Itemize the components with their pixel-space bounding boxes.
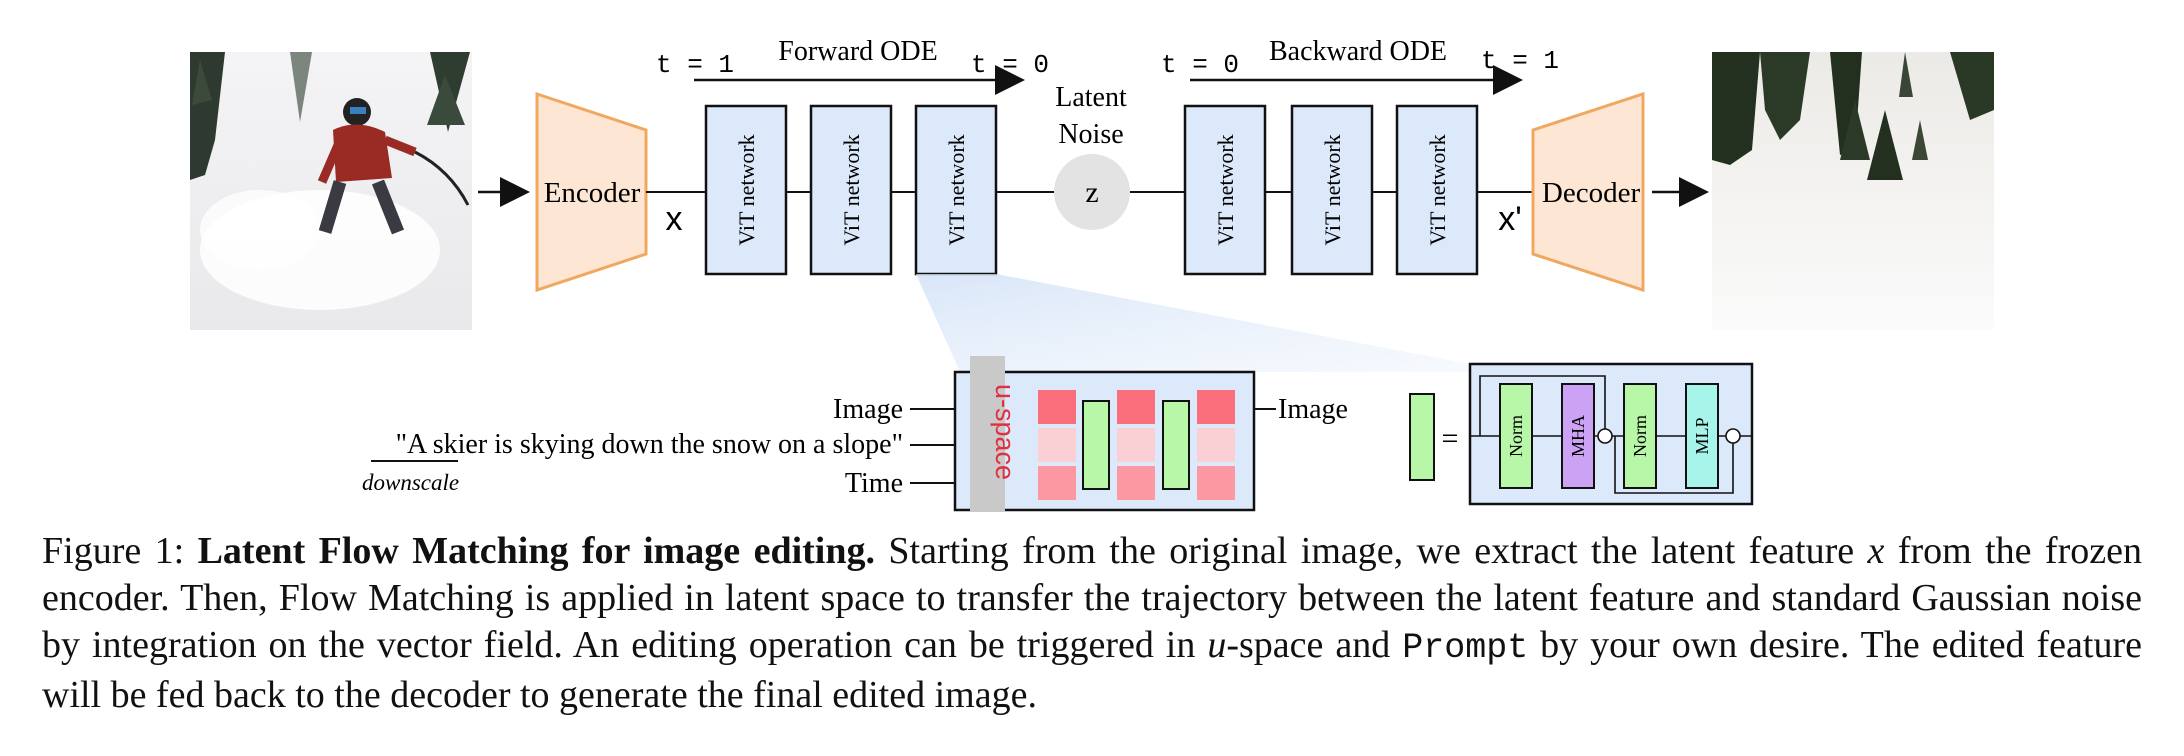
token-stack [1117, 390, 1155, 500]
svg-text:Norm: Norm [1630, 415, 1650, 457]
x-prime-label: x' [1498, 200, 1522, 238]
encoder-shape [535, 91, 648, 293]
vit-block: ViT network [1395, 104, 1479, 276]
output-photo [1712, 52, 1994, 330]
token-stack [1038, 390, 1076, 500]
block-legend-token [1409, 393, 1435, 481]
input-time-label: Time [845, 468, 903, 499]
backward-t1-label: t = 1 [1481, 46, 1559, 76]
svg-text:MHA: MHA [1568, 415, 1588, 457]
decoder-shape [1531, 91, 1645, 293]
input-image-label: Image [833, 394, 903, 425]
caption-text: Starting from the original image, we ext… [874, 530, 1868, 572]
uspace-label: u-space [990, 384, 1020, 480]
encoder-label: Encoder [544, 177, 641, 209]
mlp-layer: MLP [1685, 383, 1719, 489]
svg-text:MLP: MLP [1692, 417, 1712, 454]
caption-math-u: u [1207, 624, 1227, 666]
caption-text: by your own desire. The edited feature w… [42, 624, 2142, 716]
mha-layer: MHA [1561, 383, 1595, 489]
svg-text:ViT network: ViT network [1425, 134, 1450, 245]
vit-block: ViT network [1290, 104, 1374, 276]
svg-text:ViT network: ViT network [1320, 134, 1345, 245]
svg-text:Norm: Norm [1506, 415, 1526, 457]
vit-block: ViT network [1183, 104, 1267, 276]
zoom-beam [916, 274, 1470, 372]
uspace-bar [970, 356, 1005, 512]
latent-noise-node [1054, 154, 1130, 230]
caption-math-x: x [1867, 530, 1885, 572]
downscale-label: downscale [362, 470, 459, 495]
z-label: z [1085, 176, 1098, 209]
forward-t1-label: t = 1 [656, 50, 734, 80]
vit-block: ViT network [704, 104, 788, 276]
backward-t0-label: t = 0 [1161, 50, 1239, 80]
figure-caption: Figure 1: Latent Flow Matching for image… [42, 528, 2142, 719]
equals-sign: = [1442, 422, 1459, 455]
svg-text:ViT network: ViT network [1213, 134, 1238, 245]
norm-token [1082, 400, 1110, 490]
vit-block: ViT network [809, 104, 893, 276]
caption-title: Latent Flow Matching for image editing. [197, 530, 875, 572]
svg-text:ViT network: ViT network [839, 134, 864, 245]
caption-text: -space and [1226, 624, 1403, 666]
vit-block: ViT network [914, 104, 998, 276]
decoder-label: Decoder [1542, 177, 1641, 209]
svg-text:ViT network: ViT network [944, 134, 969, 245]
svg-text:ViT network: ViT network [734, 134, 759, 245]
norm-layer: Norm [1623, 383, 1657, 489]
input-prompt-label: "A skier is skying down the snow on a sl… [396, 429, 903, 460]
forward-ode-label: Forward ODE [778, 36, 937, 67]
input-photo [190, 52, 472, 330]
noise-label: Noise [1058, 119, 1123, 150]
token-stack [1197, 390, 1235, 500]
latent-label: Latent [1055, 82, 1127, 113]
output-image-label: Image [1278, 394, 1348, 425]
x-label: x [666, 200, 683, 238]
residual-add [1725, 428, 1741, 444]
norm-layer: Norm [1499, 383, 1533, 489]
caption-prefix: Figure 1: [42, 530, 198, 572]
forward-t0-label: t = 0 [971, 50, 1049, 80]
residual-add [1597, 428, 1613, 444]
norm-token [1162, 400, 1190, 490]
caption-text: from the frozen encoder. Then, Flow Matc… [42, 530, 2142, 666]
backward-ode-label: Backward ODE [1269, 36, 1447, 67]
caption-code-prompt: Prompt [1402, 628, 1529, 668]
figure-diagram: Encoder x t = 1 Forward ODE t = 0 ViT ne… [190, 36, 1994, 512]
